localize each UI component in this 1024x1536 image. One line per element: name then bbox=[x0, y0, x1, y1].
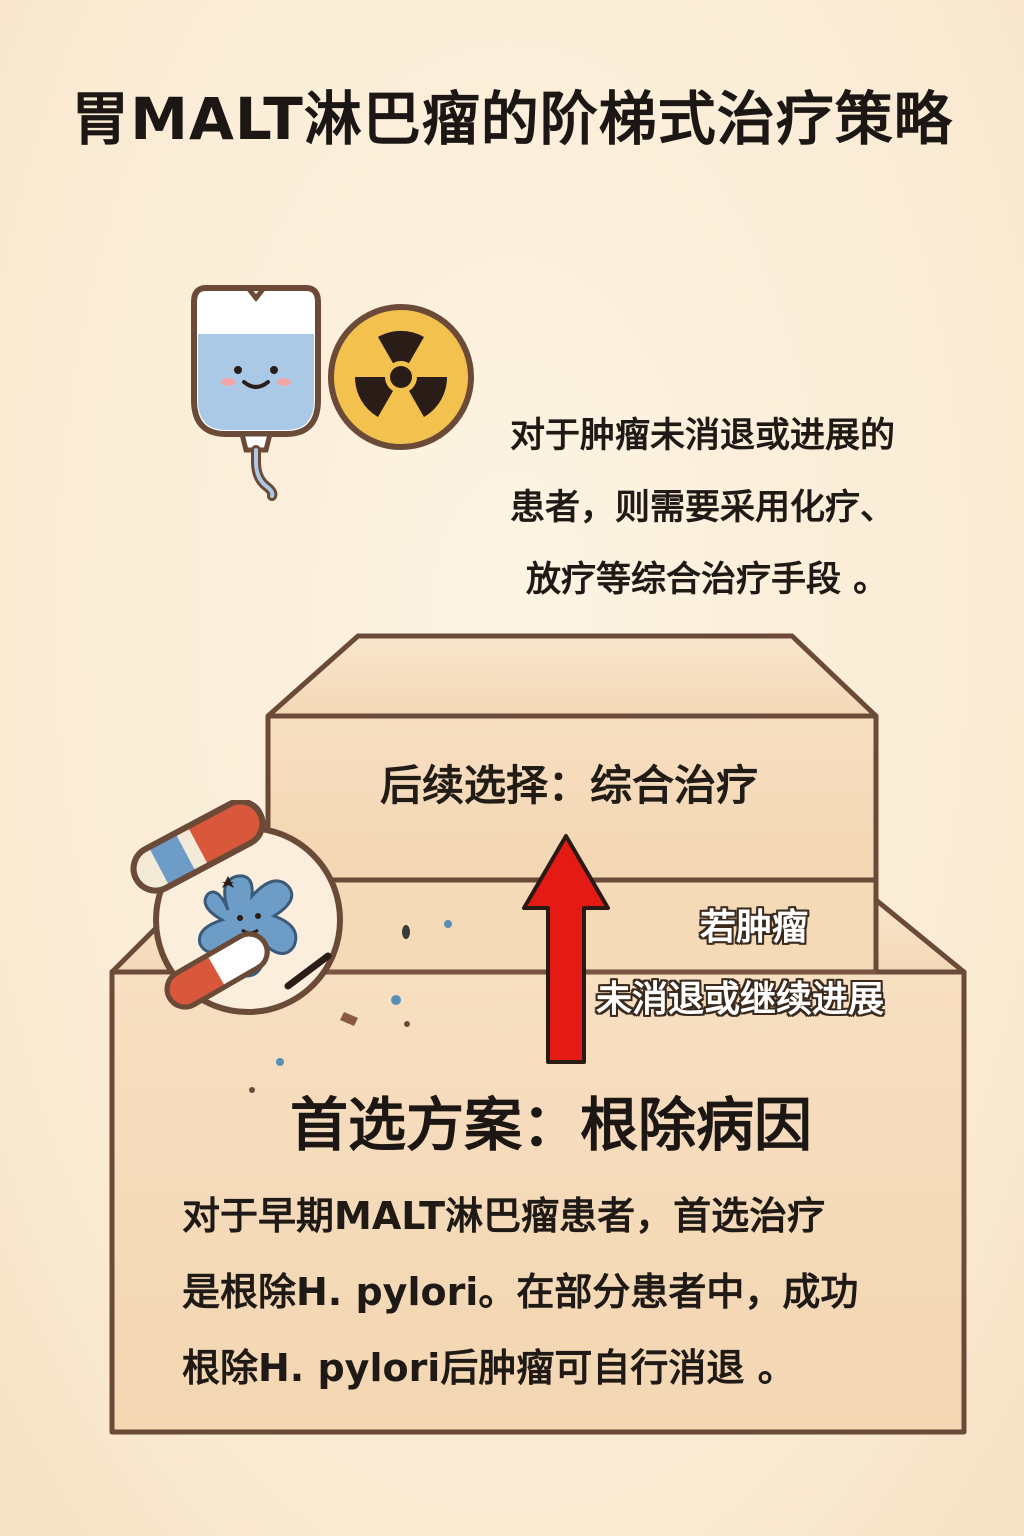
up-arrow-icon bbox=[522, 834, 610, 1064]
advanced-treatment-text: 对于肿瘤未消退或进展的 患者，则需要采用化疗、 放疗等综合治疗手段 。 bbox=[510, 400, 980, 616]
condition-label-line-2: 未消退或继续进展 bbox=[596, 979, 885, 1020]
first-line-line-2: 是根除H. pylori。在部分患者中，成功 bbox=[182, 1270, 859, 1314]
upper-step-label: 后续选择：综合治疗 bbox=[380, 761, 759, 810]
first-line-treatment-text: 对于早期MALT淋巴瘤患者，首选治疗 是根除H. pylori。在部分患者中，成… bbox=[182, 1178, 942, 1406]
advanced-line-1: 对于肿瘤未消退或进展的 bbox=[510, 416, 896, 456]
advanced-line-3: 放疗等综合治疗手段 。 bbox=[526, 560, 889, 600]
lower-step-heading: 首选方案：根除病因 bbox=[290, 1091, 813, 1159]
decorative-dots bbox=[249, 920, 452, 1093]
first-line-line-3: 根除H. pylori后肿瘤可自行消退 。 bbox=[182, 1346, 796, 1390]
first-line-line-1: 对于早期MALT淋巴瘤患者，首选治疗 bbox=[182, 1194, 826, 1238]
upper-step bbox=[265, 633, 879, 883]
advanced-line-2: 患者，则需要采用化疗、 bbox=[510, 488, 896, 528]
iv-bag-icon bbox=[191, 285, 321, 501]
condition-label-line-1: 若肿瘤 bbox=[700, 907, 809, 948]
pills-bacteria-icon bbox=[130, 800, 343, 1015]
page-title: 胃MALT淋巴瘤的阶梯式治疗策略 bbox=[71, 85, 953, 153]
radiation-icon bbox=[328, 304, 474, 450]
